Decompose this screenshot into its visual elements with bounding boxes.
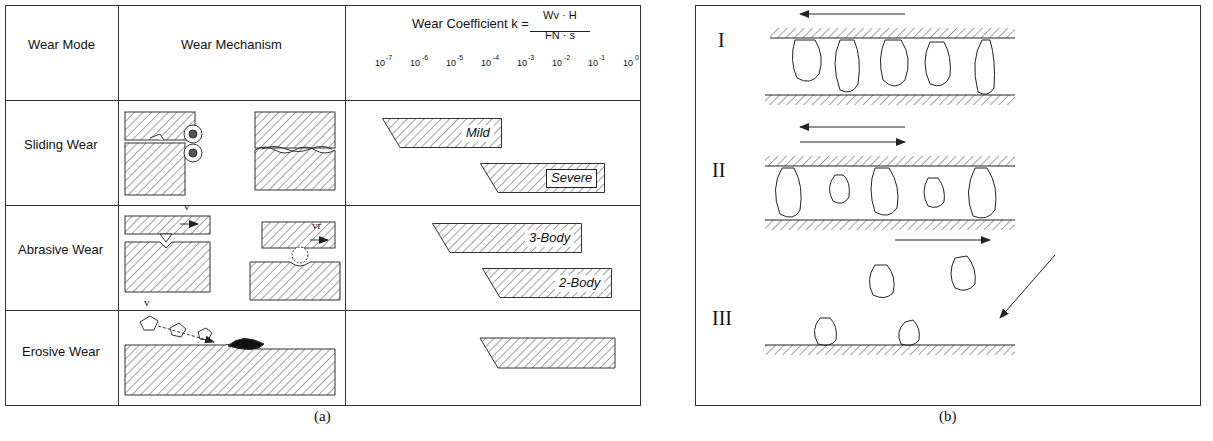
column-header: Wear Mode xyxy=(28,38,95,52)
bar-outline xyxy=(383,119,502,148)
wear-range-bar: Severe xyxy=(480,163,605,193)
axis-tick: 10 xyxy=(588,59,598,69)
velocity-label: v xyxy=(144,296,150,308)
bar-label: 2-Body xyxy=(555,275,604,292)
wear-range-bar: Mild xyxy=(382,118,502,148)
panel-label: (a) xyxy=(314,408,331,425)
axis-exponent: -2 xyxy=(564,54,570,62)
roman-numeral: III xyxy=(712,307,732,329)
axis-tick: 10 xyxy=(375,59,385,69)
axis-tick: 10 xyxy=(517,59,527,69)
erosive-bar xyxy=(480,338,615,368)
roman-numeral: I xyxy=(718,29,725,51)
velocity-label: vr xyxy=(312,219,321,231)
axis-tick: 10 xyxy=(410,59,420,69)
axis-exponent: -3 xyxy=(528,54,534,62)
formula-numerator: Wv · H xyxy=(543,9,577,21)
wear-range-bar: 3-Body xyxy=(432,223,582,253)
velocity-label: v xyxy=(184,200,190,212)
row-header: Abrasive Wear xyxy=(18,243,103,257)
panel-label: (b) xyxy=(939,408,957,425)
row-header: Sliding Wear xyxy=(24,138,97,152)
bar-outline xyxy=(481,164,605,193)
axis-tick: 10 xyxy=(446,59,456,69)
axis-tick: 10 xyxy=(623,59,633,69)
axis-exponent: -5 xyxy=(457,54,463,62)
bar-label: Severe xyxy=(546,169,597,188)
axis-exponent: 0 xyxy=(635,54,639,62)
column-header: Wear Mechanism xyxy=(181,38,282,52)
axis-exponent: -4 xyxy=(493,54,499,62)
bar-label: 3-Body xyxy=(525,230,574,247)
column-header: Wear Coefficient k = xyxy=(412,17,529,31)
roman-numeral: II xyxy=(712,159,725,181)
row-header: Erosive Wear xyxy=(22,345,100,359)
erosive-sketch xyxy=(125,316,335,395)
bar-label: Mild xyxy=(462,125,494,142)
axis-tick: 10 xyxy=(552,59,562,69)
axis-exponent: -7 xyxy=(386,54,392,62)
axis-exponent: -1 xyxy=(599,54,605,62)
table-grid xyxy=(5,5,641,406)
wear-range-bar: 2-Body xyxy=(482,268,612,298)
bar-outline xyxy=(483,269,612,298)
abrasive-sketch xyxy=(125,216,340,300)
axis-exponent: -6 xyxy=(422,54,428,62)
bar-outline xyxy=(433,224,582,253)
three-body-sketch xyxy=(765,14,1055,355)
axis-tick: 10 xyxy=(481,59,491,69)
formula-denominator: FN · s xyxy=(545,29,575,41)
sliding-sketch xyxy=(125,112,335,195)
panel-frame xyxy=(696,6,1201,406)
